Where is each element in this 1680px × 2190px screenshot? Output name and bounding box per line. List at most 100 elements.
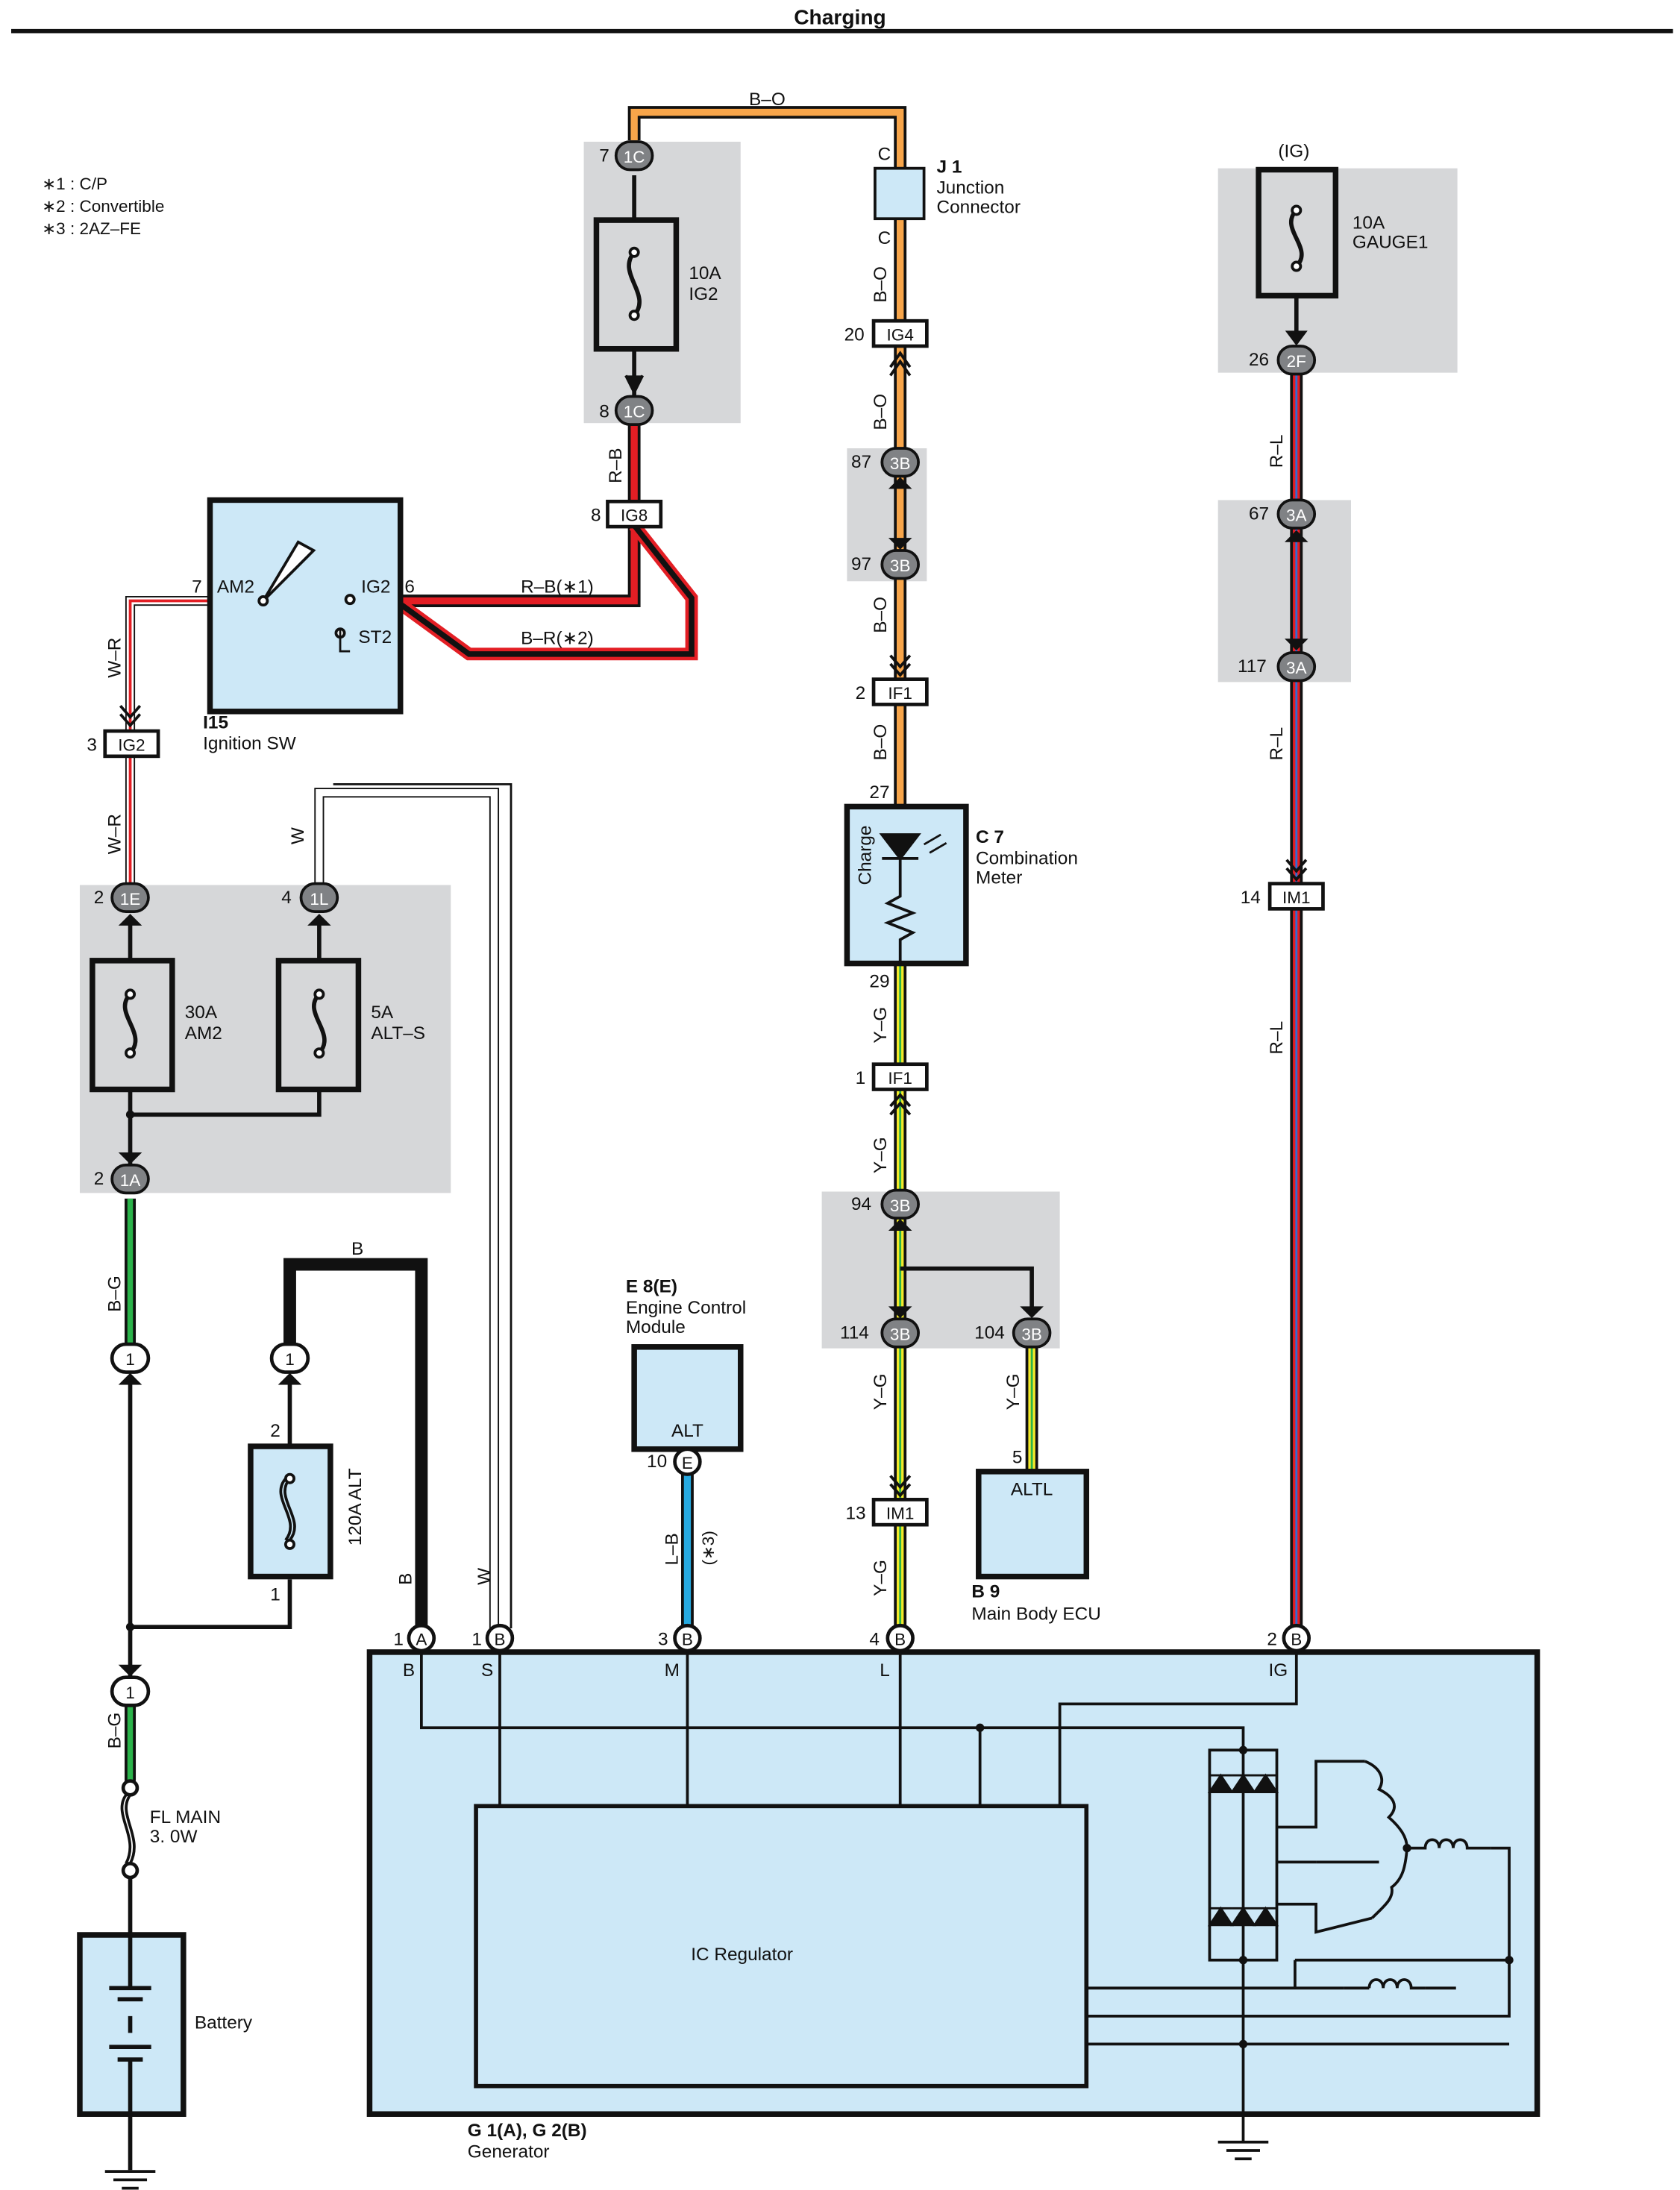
- am2-fuse-name: AM2: [185, 1023, 222, 1044]
- j1-name-2: Connector: [936, 198, 1020, 218]
- pin-13: 13: [846, 1504, 866, 1524]
- conn-1c-top: [614, 140, 654, 172]
- wire-black-120a: [130, 1378, 292, 1629]
- am2-fuse-amp: 30A: [185, 1003, 218, 1023]
- label-b-o-1: B–O: [871, 266, 891, 303]
- main-body-ecu-terminal: ALTL: [1011, 1480, 1053, 1500]
- page-title: Charging: [794, 5, 886, 28]
- label-b-o-2: B–O: [871, 394, 891, 430]
- battery-name: Battery: [195, 2013, 253, 2033]
- label-y-g-3: Y–G: [871, 1373, 891, 1410]
- label-r-b-1: R–B(∗1): [521, 577, 594, 597]
- wire-b-o-top: [627, 106, 907, 169]
- generator-term-m: M: [665, 1660, 680, 1681]
- gauge1-state: (IG): [1278, 142, 1309, 162]
- arrow-j1b: [278, 1372, 302, 1385]
- conn-ig4: [871, 319, 929, 348]
- conn-3a-67: [1276, 498, 1317, 530]
- arrow-j1a: [118, 1372, 142, 1385]
- label-r-l-1: R–L: [1267, 435, 1287, 468]
- fl-main-terminal-bottom: [121, 1861, 140, 1880]
- pin-26: 26: [1249, 350, 1269, 370]
- generator-name: Generator: [468, 2142, 550, 2162]
- pin-104: 104: [974, 1323, 1005, 1343]
- conn-1c-bottom: [614, 395, 654, 426]
- engine-control-module: [631, 1344, 744, 1452]
- pin-g1: 1: [393, 1630, 404, 1650]
- label-b-r-2: B–R(∗2): [521, 629, 594, 649]
- conn-ig8-label: IG8: [621, 506, 648, 525]
- pin-7-switch: 7: [192, 577, 202, 597]
- gauge1-fuse-dot-bottom: [1291, 260, 1303, 272]
- wire-w-second: [333, 782, 513, 1629]
- label-b-top: B: [351, 1239, 363, 1259]
- conn-2f: [1276, 345, 1317, 376]
- pin-4a: 4: [281, 888, 292, 908]
- pin-2a: 2: [856, 683, 866, 703]
- conn-1c-top-label: 1C: [624, 148, 645, 166]
- pin-g3: 3: [658, 1630, 668, 1650]
- generator-term-b: B: [403, 1660, 415, 1681]
- generator-ground: [1217, 2140, 1269, 2161]
- ig2-fuse-block: [583, 141, 741, 424]
- generator-dot-1: [976, 1723, 985, 1732]
- pin-87: 87: [851, 452, 871, 472]
- pin-7a: 7: [599, 145, 609, 166]
- conn-3b-104: [1012, 1317, 1052, 1349]
- label-y-g-5: Y–G: [871, 1560, 891, 1596]
- label-r-l-3: R–L: [1267, 1021, 1287, 1055]
- arrow-ig4: [889, 351, 912, 377]
- conn-gen-a-label: A: [416, 1631, 427, 1649]
- combination-meter-name-2: Meter: [976, 868, 1022, 888]
- arrow-j1c: [118, 1664, 142, 1677]
- generator-dot-4: [1402, 1844, 1411, 1853]
- generator-diodes: [1207, 1773, 1279, 1927]
- alt-120a-dot-top: [283, 1472, 295, 1484]
- conn-im1-left: [871, 1498, 929, 1527]
- conn-ecm-e: [673, 1447, 702, 1476]
- charge-lamp-arrows: [923, 833, 947, 854]
- conn-3b-94-label: 3B: [890, 1196, 911, 1215]
- am2-junction-dot: [125, 1110, 135, 1119]
- ecm-terminal: ALT: [671, 1421, 703, 1441]
- pin-94: 94: [851, 1194, 871, 1214]
- generator-dot-2: [1238, 1745, 1248, 1754]
- generator-code: G 1(A), G 2(B): [468, 2121, 587, 2141]
- pin-117: 117: [1238, 656, 1267, 677]
- stator-coils: [1364, 1760, 1491, 1990]
- conn-gen-b3: [673, 1623, 702, 1653]
- alt-s-fuse-element: [130, 920, 327, 1117]
- battery-cells: [109, 1935, 151, 2171]
- conn-ig2: [103, 729, 160, 759]
- arrow-1e: [118, 914, 142, 926]
- j1-pin-bottom: C: [878, 228, 891, 248]
- generator-dot-5: [1505, 1956, 1514, 1965]
- pin-97: 97: [851, 554, 871, 574]
- ignition-switch-st2: ST2: [358, 627, 392, 647]
- arrow-if1-top: [889, 654, 912, 677]
- label-w-2: W: [474, 1568, 495, 1585]
- label-b-g-2: B–G: [104, 1713, 125, 1749]
- note-1: ∗1 : C/P: [42, 175, 107, 193]
- ignition-switch-name: Ignition SW: [203, 733, 296, 753]
- ic-regulator-label: IC Regulator: [691, 1945, 793, 1965]
- wire-w-r: [125, 595, 210, 885]
- pin-g4: 4: [869, 1630, 880, 1650]
- conn-3b-87: [880, 447, 920, 478]
- combination-meter-code: C 7: [976, 827, 1004, 847]
- label-w-1: W: [288, 827, 308, 844]
- label-y-g-1: Y–G: [871, 1007, 891, 1044]
- label-y-g-2: Y–G: [871, 1137, 891, 1173]
- wire-3b-branch: [900, 1266, 1034, 1317]
- label-r-b: R–B: [606, 448, 626, 483]
- arrow-ig2-fuse: [624, 374, 645, 396]
- ic-regulator: [474, 1804, 1089, 2089]
- pin-g2: 2: [1267, 1630, 1277, 1650]
- combination-meter-name-1: Combination: [976, 848, 1078, 868]
- conn-im1-right-label: IM1: [1282, 888, 1311, 907]
- alt-s-fuse-name: ALT–S: [371, 1023, 425, 1044]
- arrow-2f: [1285, 330, 1308, 346]
- arrow-3b-104: [1020, 1306, 1044, 1319]
- conn-gen-b4: [886, 1623, 915, 1653]
- arrow-ig2c: [119, 705, 142, 728]
